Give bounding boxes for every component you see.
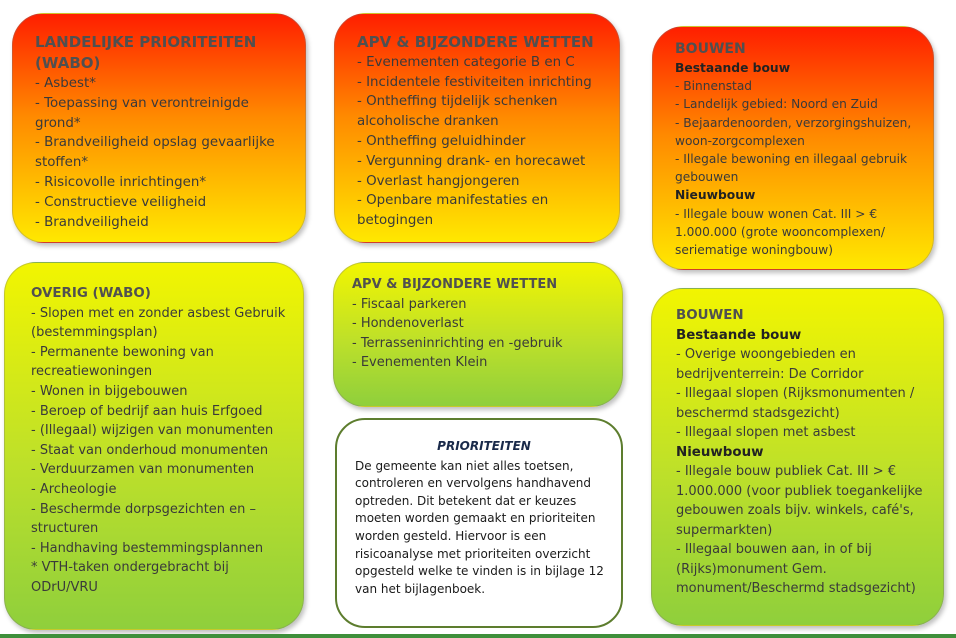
list-item: - Illegale bouw publiek Cat. III > € 1.0… [676, 464, 923, 538]
list-item: - Ontheffing geluidhinder [357, 133, 526, 149]
list-item: - Toepassing van verontreinigde grond* [35, 95, 249, 131]
landelijke-prioriteiten-box: LANDELIJKE PRIORITEITEN (WABO) - Asbest*… [12, 13, 306, 243]
prioriteiten-title: PRIORITEITEN [437, 439, 531, 453]
list-item: - Beroep of bedrijf aan huis Erfgoed [31, 403, 263, 419]
box-title: APV & BIJZONDERE WETTEN [352, 277, 558, 292]
list-item: - Overige woongebieden en bedrijventerre… [676, 347, 864, 382]
list-item: - Fiscaal parkeren [352, 296, 467, 312]
box-title: APV & BIJZONDERE WETTEN [357, 33, 594, 51]
list-item: - Staat van onderhoud monumenten [31, 442, 269, 458]
prioriteiten-textbox: PRIORITEITEN De gemeente kan niet alles … [335, 418, 623, 628]
list-item: - Vergunning drank- en horecawet [357, 153, 586, 169]
section-heading: Nieuwbouw [676, 444, 764, 460]
list-item: - Handhaving bestemmingsplannen [31, 540, 264, 556]
bouwen-low-box: BOUWEN Bestaande bouw - Overige woongebi… [651, 288, 944, 626]
list-item: - Slopen met en zonder asbest Gebruik (b… [31, 305, 286, 341]
list-item: - Illegaal bouwen aan, in of bij (Rijks)… [676, 542, 916, 596]
section-heading: Bestaande bouw [675, 61, 791, 75]
list-item: - Openbare manifestaties en betogingen [357, 193, 549, 229]
list-item: - Bejaardenoorden, verzorgingshuizen, wo… [675, 115, 912, 148]
apv-bijzondere-wetten-low-box: APV & BIJZONDERE WETTEN - Fiscaal parker… [333, 262, 623, 407]
list-item: - Asbest* [35, 76, 96, 91]
list-item: - Overlast hangjongeren [357, 173, 520, 189]
box-title: BOUWEN [675, 41, 746, 57]
list-item: - Brandveiligheid opslag gevaarlijke sto… [35, 135, 275, 171]
list-item: - Ontheffing tijdelijk schenken alcoholi… [357, 94, 558, 130]
list-item: - Incidentele festiviteiten inrichting [357, 74, 592, 90]
footnote: * VTH-taken ondergebracht bij ODrU/VRU [31, 560, 229, 595]
list-item: - Risicovolle inrichtingen* [35, 174, 207, 190]
list-item: - Terrasseninrichting en -gebruik [352, 335, 563, 351]
bottom-divider [0, 634, 956, 638]
prioriteiten-text: De gemeente kan niet alles toetsen, cont… [355, 458, 604, 596]
list-item: - Archeologie [31, 481, 117, 497]
list-item: - Permanente bewoning van recreatiewonin… [31, 344, 214, 380]
box-title: BOUWEN [676, 308, 744, 323]
list-item: - Verduurzamen van monumenten [31, 462, 255, 478]
list-item: - Wonen in bijgebouwen [31, 383, 188, 399]
list-item: - Beschermde dorpsgezichten en –structur… [31, 501, 257, 537]
box-title: OVERIG (WABO) [31, 286, 151, 301]
overig-wabo-box: OVERIG (WABO) - Slopen met en zonder asb… [4, 262, 304, 630]
list-item: - (Illegaal) wijzigen van monumenten [31, 423, 274, 439]
list-item: - Evenementen Klein [352, 355, 488, 371]
list-item: - Brandveiligheid [35, 214, 149, 230]
list-item: - Illegaal slopen (Rijksmonumenten / bes… [676, 386, 915, 421]
list-item: - Landelijk gebied: Noord en Zuid [675, 97, 878, 112]
bouwen-high-box: BOUWEN Bestaande bouw - Binnenstad - Lan… [652, 26, 934, 270]
box-title: LANDELIJKE PRIORITEITEN (WABO) [35, 33, 257, 72]
apv-bijzondere-wetten-high-box: APV & BIJZONDERE WETTEN - Evenementen ca… [334, 13, 620, 243]
list-item: - Illegale bouw wonen Cat. III > € 1.000… [675, 206, 885, 258]
list-item: - Illegale bewoning en illegaal gebruik … [675, 152, 908, 185]
section-heading: Nieuwbouw [675, 188, 756, 203]
list-item: - Constructieve veiligheid [35, 194, 207, 210]
list-item: - Evenementen categorie B en C [357, 54, 575, 70]
list-item: - Hondenoverlast [352, 316, 464, 332]
list-item: - Illegaal slopen met asbest [676, 425, 856, 440]
section-heading: Bestaande bouw [676, 327, 802, 343]
list-item: - Binnenstad [675, 79, 753, 94]
